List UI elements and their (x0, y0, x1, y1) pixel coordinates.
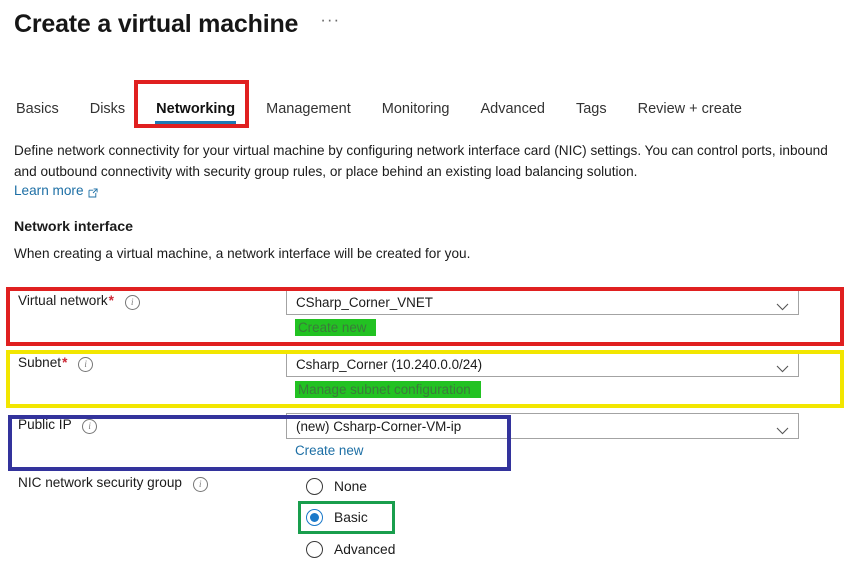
radio-option-advanced[interactable]: Advanced (298, 534, 395, 564)
public-ip-create-new-link[interactable]: Create new (295, 443, 364, 458)
virtual-network-value: CSharp_Corner_VNET (296, 294, 433, 310)
subnet-value: Csharp_Corner (10.240.0.0/24) (296, 356, 483, 372)
page-title: Create a virtual machine (14, 10, 299, 38)
radio-option-none[interactable]: None (298, 471, 395, 501)
tab-tags[interactable]: Tags (575, 101, 607, 117)
learn-more-label: Learn more (14, 183, 84, 198)
radio-option-basic[interactable]: Basic (298, 501, 395, 534)
tab-management[interactable]: Management (266, 101, 351, 117)
form-row-virtual-network: Virtual network* i CSharp_Corner_VNET Cr… (0, 279, 850, 341)
virtual-network-label: Virtual network* i (18, 289, 286, 311)
virtual-network-create-new-link[interactable]: Create new (295, 319, 377, 336)
section-subtitle: When creating a virtual machine, a netwo… (14, 246, 471, 261)
required-marker: * (62, 355, 68, 370)
networking-form: Virtual network* i CSharp_Corner_VNET Cr… (0, 279, 850, 564)
public-ip-label: Public IP i (18, 413, 286, 435)
overflow-menu-icon[interactable]: ··· (320, 10, 341, 29)
public-ip-select[interactable]: (new) Csharp-Corner-VM-ip (286, 413, 799, 439)
form-row-subnet: Subnet* i Csharp_Corner (10.240.0.0/24) … (0, 341, 850, 403)
subnet-label-text: Subnet (18, 355, 62, 370)
tab-review-create[interactable]: Review + create (637, 101, 742, 117)
manage-subnet-configuration-link[interactable]: Manage subnet configuration (295, 381, 481, 398)
chevron-down-icon (776, 298, 789, 311)
virtual-network-select[interactable]: CSharp_Corner_VNET (286, 289, 799, 315)
chevron-down-icon (776, 422, 789, 435)
radio-label-advanced: Advanced (334, 541, 396, 557)
nic-nsg-label: NIC network security group i (18, 471, 286, 564)
chevron-down-icon (776, 360, 789, 373)
external-link-icon (88, 186, 98, 197)
tab-bar: Basics Disks Networking Management Monit… (0, 90, 850, 124)
tab-networking[interactable]: Networking (155, 101, 237, 124)
form-row-nic-nsg: NIC network security group i None Basic … (0, 465, 850, 564)
info-icon[interactable]: i (124, 295, 140, 310)
tab-monitoring[interactable]: Monitoring (381, 101, 450, 117)
nic-nsg-radio-group: None Basic Advanced (298, 471, 395, 564)
subnet-label: Subnet* i (18, 351, 286, 373)
virtual-network-label-text: Virtual network (18, 293, 108, 308)
nic-nsg-label-text: NIC network security group (18, 475, 182, 490)
tab-advanced[interactable]: Advanced (480, 101, 545, 117)
tab-disks[interactable]: Disks (89, 101, 126, 117)
info-icon[interactable]: i (82, 419, 98, 434)
required-marker: * (108, 293, 114, 308)
page-header: Create a virtual machine ··· (0, 0, 850, 42)
info-icon[interactable]: i (192, 477, 208, 492)
radio-circle-selected-icon (306, 509, 323, 526)
public-ip-label-text: Public IP (18, 417, 72, 432)
form-row-public-ip: Public IP i (new) Csharp-Corner-VM-ip Cr… (0, 403, 850, 465)
info-icon[interactable]: i (78, 357, 94, 372)
tab-basics[interactable]: Basics (16, 101, 59, 117)
radio-circle-icon (306, 477, 323, 495)
radio-circle-icon (306, 540, 323, 558)
radio-label-basic: Basic (334, 510, 368, 525)
intro-paragraph: Define network connectivity for your vir… (14, 143, 828, 179)
public-ip-value: (new) Csharp-Corner-VM-ip (296, 418, 462, 434)
radio-label-none: None (334, 478, 367, 494)
section-title-network-interface: Network interface (14, 219, 134, 235)
subnet-select[interactable]: Csharp_Corner (10.240.0.0/24) (286, 351, 799, 377)
learn-more-link[interactable]: Learn more (14, 183, 98, 198)
